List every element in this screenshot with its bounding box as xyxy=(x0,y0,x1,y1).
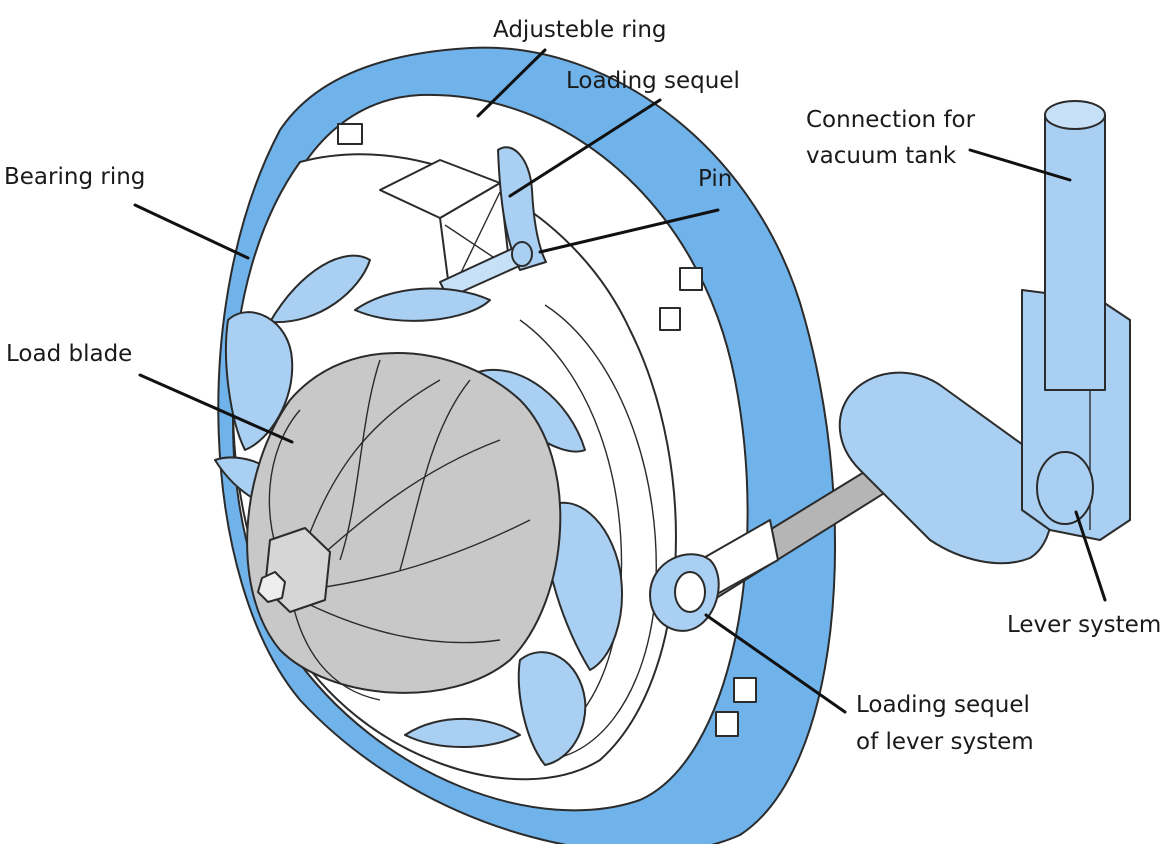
ring-slot xyxy=(337,123,363,145)
turbine-blade-edge xyxy=(299,379,441,561)
hex-nut-face xyxy=(257,571,286,603)
turbine-blade-edge xyxy=(304,519,531,591)
leader-loading-sequel xyxy=(508,98,662,198)
turbine-wheel xyxy=(246,351,562,701)
turbine-blade-edge xyxy=(399,379,471,571)
vane xyxy=(269,254,371,324)
ring-slot xyxy=(679,267,703,291)
labels: Adjusteble ring Loading sequel Connectio… xyxy=(4,17,1161,755)
vacuum-connection-top xyxy=(1044,100,1106,130)
vane xyxy=(404,717,521,748)
ring-slot xyxy=(715,711,739,737)
label-lever-system: Lever system xyxy=(1007,612,1161,638)
vane xyxy=(354,287,491,322)
vacuum-connection-rod xyxy=(1044,114,1106,391)
leader-lines xyxy=(133,48,1107,714)
lever-link-pin xyxy=(674,571,706,613)
vane xyxy=(517,651,587,766)
ring-slot xyxy=(733,677,757,703)
label-connection-line2: vacuum tank xyxy=(806,143,957,169)
label-loading-sequel: Loading sequel xyxy=(566,68,740,94)
turbine-blade-edge xyxy=(339,359,381,561)
leader-bearing-ring xyxy=(133,203,250,260)
lever-system xyxy=(838,100,1131,565)
leader-adjustable-ring xyxy=(476,48,547,118)
pin-head xyxy=(511,241,533,267)
loading-sequel-arm xyxy=(497,146,547,271)
leader-lever-system xyxy=(1074,510,1107,602)
leader-connection xyxy=(968,148,1072,182)
lever-pivot xyxy=(1036,451,1094,525)
leader-loading-sequel-lever xyxy=(704,613,847,714)
leader-pin xyxy=(538,208,720,254)
turbine-wheel-body xyxy=(246,351,562,694)
label-bearing-ring: Bearing ring xyxy=(4,164,145,190)
turbine-blade-edge xyxy=(299,599,501,644)
label-pin: Pin xyxy=(698,166,732,192)
ring-slot xyxy=(659,307,681,331)
label-connection-line1: Connection for xyxy=(806,107,976,133)
label-adjustable-ring: Adjusteble ring xyxy=(493,17,667,43)
label-loading-sequel-lever-line2: of lever system xyxy=(856,729,1034,755)
label-loading-sequel-lever-line1: Loading sequel xyxy=(856,692,1030,718)
leader-load-blade xyxy=(138,373,294,444)
loading-sequel-lever xyxy=(649,553,720,632)
label-load-blade: Load blade xyxy=(6,341,132,367)
block-cross xyxy=(454,191,501,286)
lever-plate xyxy=(838,371,1054,565)
vane xyxy=(543,501,623,671)
